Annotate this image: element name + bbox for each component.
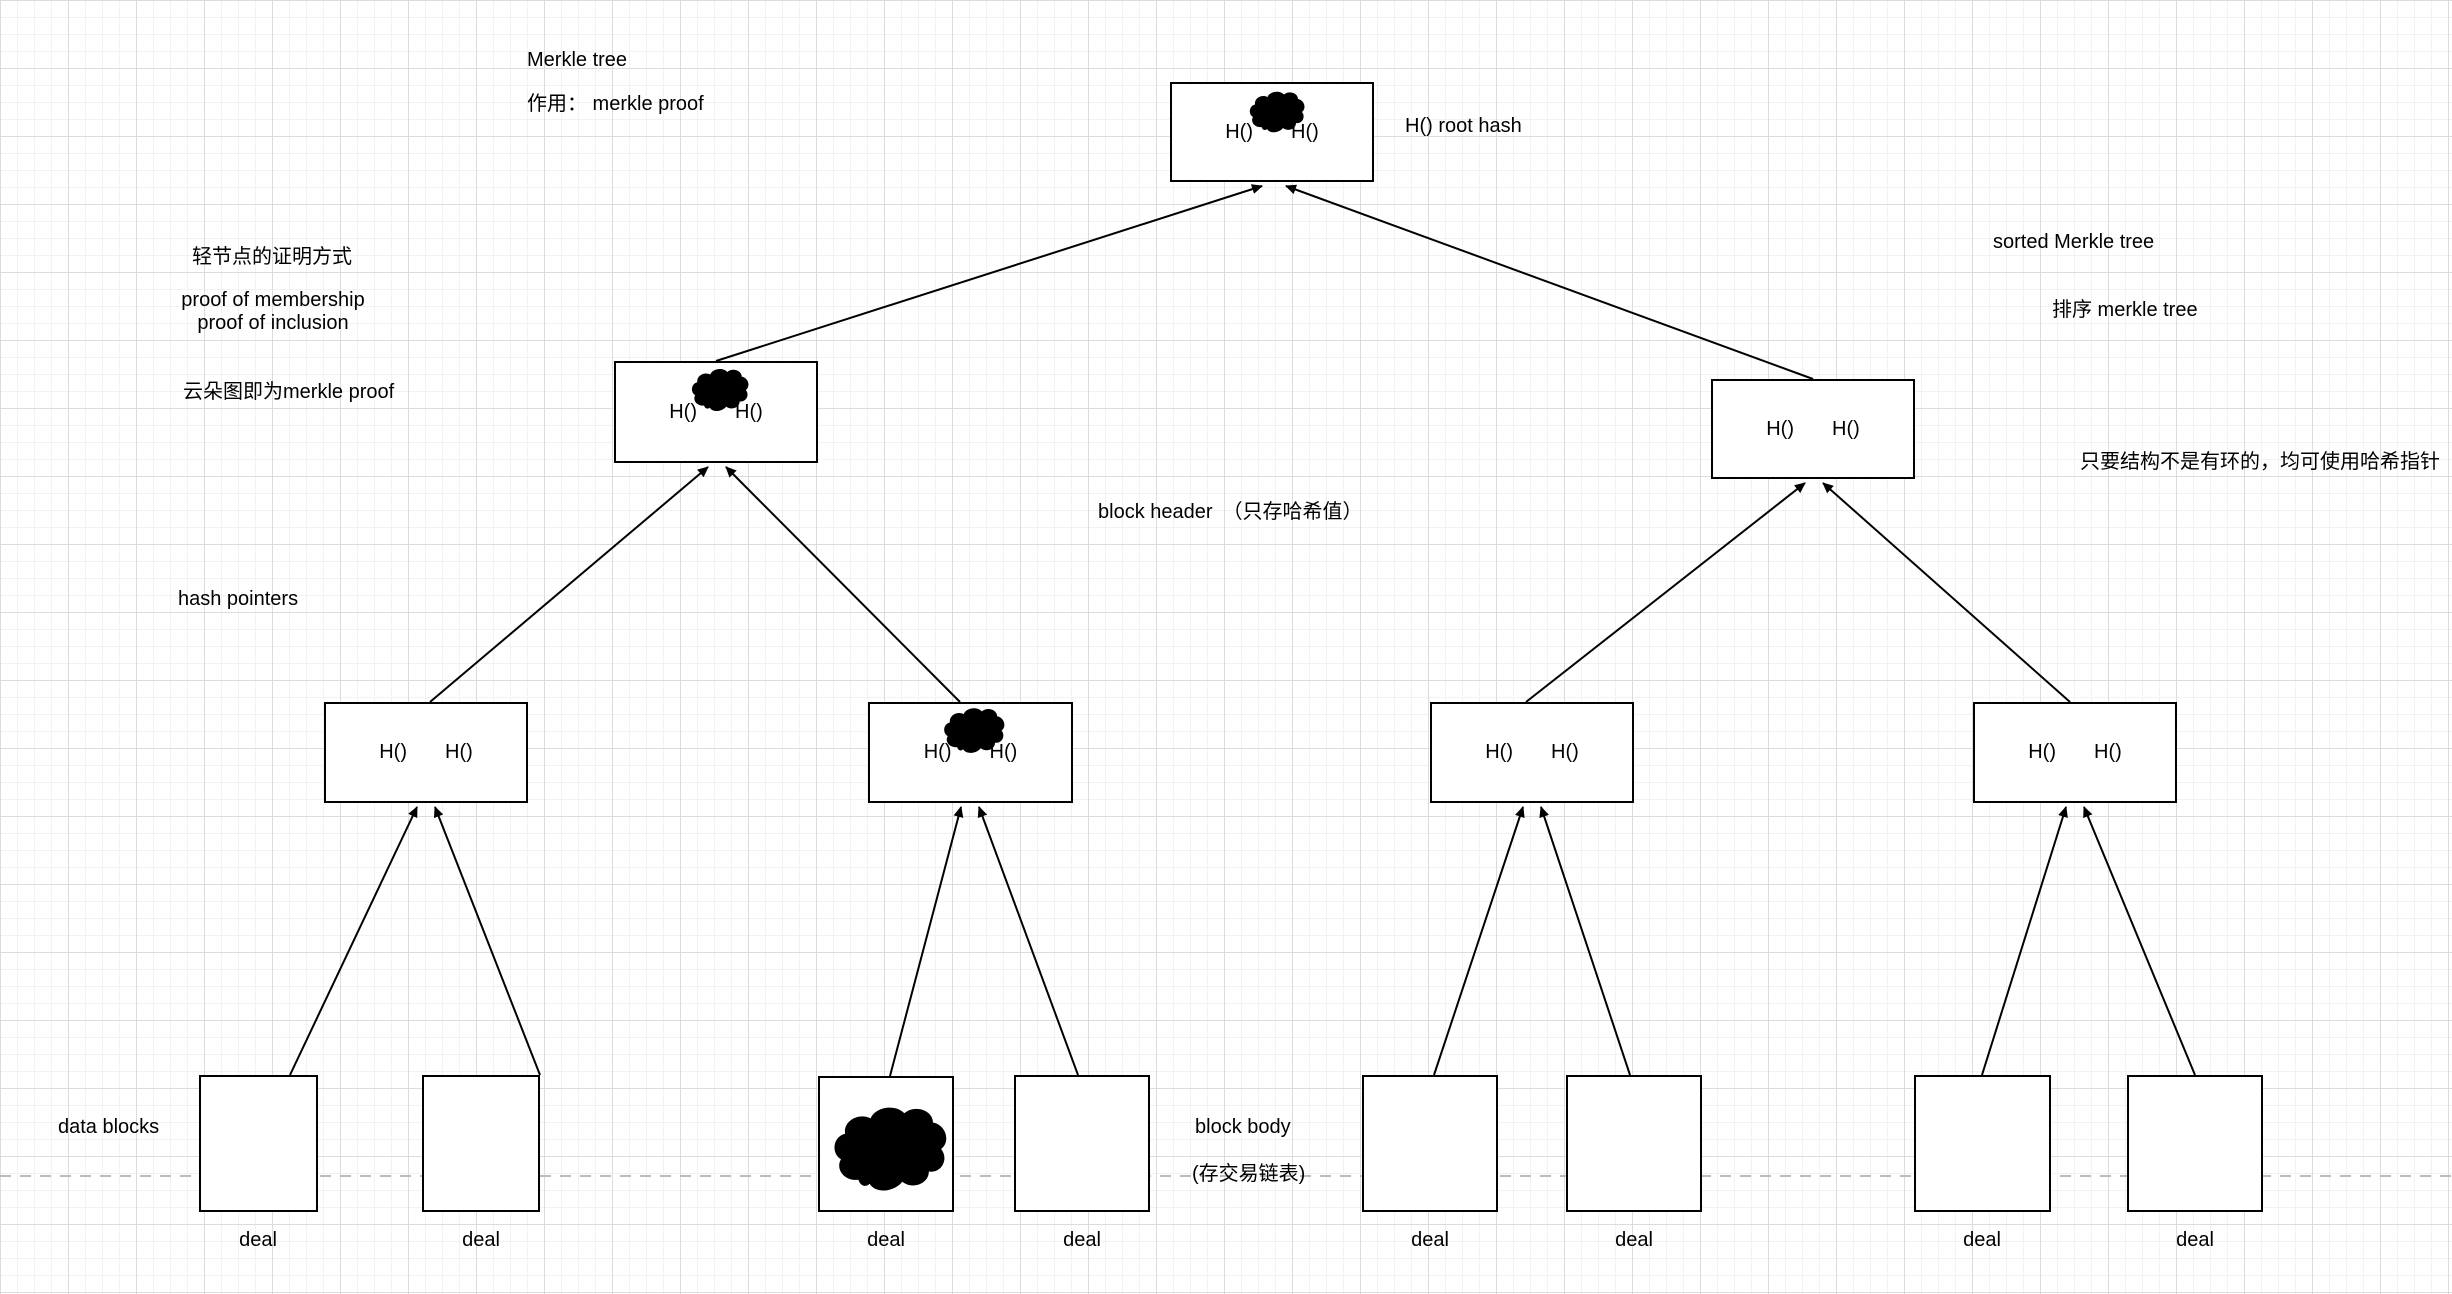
- hash-label: H(): [2094, 741, 2122, 763]
- leaf-caption: deal: [1615, 1229, 1653, 1251]
- level2-right-hash-node: H() H(): [1711, 379, 1915, 479]
- sorted-merkle-tree-zh: 排序 merkle tree: [2052, 299, 2198, 321]
- hash-label: H(): [923, 741, 952, 763]
- hash-label: H(): [445, 741, 473, 763]
- hash-label: H(): [1766, 417, 1794, 440]
- arrow-leaf7-to-l3d: [1981, 806, 2068, 1076]
- sorted-merkle-tree-en: sorted Merkle tree: [1993, 231, 2155, 253]
- arrow-leaf4-to-l3b: [977, 806, 1079, 1076]
- hash-label: H(): [1485, 741, 1513, 763]
- arrow-l3d-to-l2right: [1822, 482, 2071, 703]
- leaf-caption: deal: [462, 1229, 500, 1251]
- leaf-caption: deal: [1411, 1229, 1449, 1251]
- hash-label: H(): [1225, 120, 1253, 143]
- arrow-leaf3-to-l3b: [889, 806, 964, 1077]
- proof-of-membership-note: proof of membership proof of inclusion: [173, 289, 373, 335]
- merkle-proof-cloud-icon: [817, 1100, 959, 1194]
- root-hash-label: H() root hash: [1405, 115, 1522, 137]
- data-block-6: [1566, 1075, 1702, 1212]
- light-node-proof-note: 轻节点的证明方式: [192, 246, 352, 268]
- hash-pointers-label: hash pointers: [178, 588, 299, 610]
- data-block-7: [1914, 1075, 2051, 1212]
- purpose-note: 作用： merkle proof: [527, 93, 704, 115]
- data-block-8: [2127, 1075, 2263, 1212]
- arrow-leaf1-to-l3a: [289, 806, 418, 1076]
- leaf-caption: deal: [1063, 1229, 1101, 1251]
- block-body-label: block body: [1195, 1116, 1291, 1138]
- leaf-caption: deal: [2176, 1229, 2214, 1251]
- cloud-note: 云朵图即为merkle proof: [183, 381, 395, 403]
- data-block-5: [1362, 1075, 1498, 1212]
- level3-hash-node-b: H() H(): [868, 702, 1073, 803]
- block-header-label: block header （只存哈希值）: [1098, 501, 1363, 523]
- level3-hash-node-a: H() H(): [324, 702, 528, 803]
- leaf-caption: deal: [867, 1229, 905, 1251]
- data-blocks-label: data blocks: [58, 1116, 160, 1138]
- arrow-l2left-to-root: [715, 184, 1263, 362]
- hash-label: H(): [379, 741, 407, 763]
- hash-label: H(): [735, 400, 763, 423]
- data-block-2: [422, 1075, 540, 1212]
- data-block-3: [818, 1076, 954, 1212]
- arrow-leaf6-to-l3c: [1539, 806, 1631, 1076]
- data-block-1: [199, 1075, 318, 1212]
- level3-hash-node-d: H() H(): [1973, 702, 2177, 803]
- diagram-title: Merkle tree: [527, 49, 628, 71]
- arrow-leaf8-to-l3d: [2083, 806, 2196, 1076]
- data-block-4: [1014, 1075, 1150, 1212]
- hash-label: H(): [989, 741, 1018, 763]
- arrow-leaf2-to-l3a: [433, 806, 541, 1076]
- arrow-l3b-to-l2left: [725, 466, 961, 703]
- leaf-caption: deal: [239, 1229, 277, 1251]
- level2-left-hash-node: H() H(): [614, 361, 818, 463]
- root-hash-node: H() H(): [1170, 82, 1374, 182]
- proof-membership-line: proof of membership: [181, 289, 365, 311]
- arrow-leaf5-to-l3c: [1433, 806, 1525, 1076]
- hash-label: H(): [1551, 741, 1579, 763]
- block-body-sub-label: (存交易链表): [1192, 1163, 1306, 1185]
- acyclic-structure-note: 只要结构不是有环的，均可使用哈希指针: [2080, 451, 2440, 473]
- arrow-l2right-to-root: [1285, 184, 1814, 380]
- hash-label: H(): [1832, 417, 1860, 440]
- arrow-l3c-to-l2right: [1525, 482, 1806, 703]
- level3-hash-node-c: H() H(): [1430, 702, 1634, 803]
- proof-inclusion-line: proof of inclusion: [197, 312, 349, 334]
- hash-label: H(): [2028, 741, 2056, 763]
- hash-label: H(): [1291, 120, 1319, 143]
- hash-label: H(): [669, 400, 697, 423]
- arrow-l3a-to-l2left: [429, 466, 709, 703]
- leaf-caption: deal: [1963, 1229, 2001, 1251]
